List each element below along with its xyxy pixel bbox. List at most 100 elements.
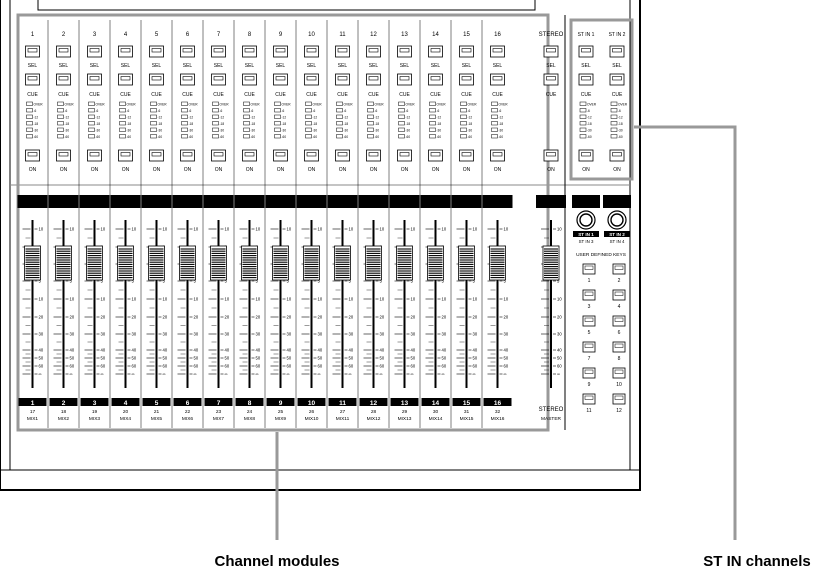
layer-number: 18 [61,409,67,415]
channel-meter-led [398,127,405,132]
sel-button-lamp [430,48,441,53]
channel-meter-label: OVER [127,102,137,106]
channel-fader-knob[interactable] [427,245,444,281]
channel-scale-label: 30 [442,332,447,337]
channel-scale-label: 50 [380,356,385,361]
channel-fader-knob[interactable] [334,245,351,281]
layer-number: 30 [433,409,439,415]
channel-fader-knob[interactable] [210,245,227,281]
channel-meter-led [181,121,188,126]
channel-meter-led [150,134,157,139]
st-in-knob-inner [610,213,624,227]
channel-scale-label: 20 [411,315,416,320]
channel-scale-label: 20 [349,315,354,320]
channel-scale-label: 30 [256,332,261,337]
channel-fader-knob[interactable] [303,245,320,281]
channel-number-tab [235,398,264,406]
channel-scale-label: 5 [256,279,259,284]
st-in-meter-label: -18 [618,122,623,126]
channel-scale-label: 20 [70,315,75,320]
channel-meter-led [367,101,374,106]
mix-label: MIX3 [89,416,101,422]
channel-meter-label: -6 [220,109,223,113]
channel-fader-knob[interactable] [148,245,165,281]
channel-scale-label: 50 [132,356,137,361]
channel-fader-knob[interactable] [86,245,103,281]
channel-number: 5 [155,32,159,38]
channel-tab-number: 6 [186,400,190,407]
st-in-label: ST IN 2 [609,32,626,38]
stereo-fader-knob[interactable] [542,245,560,281]
st-in-meter-label: -30 [618,128,623,132]
channel-fader-knob[interactable] [241,245,258,281]
sel-button-lamp [399,48,410,53]
channel-meter-label: -60 [189,135,194,139]
channel-meter-label: -30 [468,128,473,132]
channel-number: 12 [370,32,377,38]
channel-meter-label: OVER [282,102,292,106]
user-keys-title: USER DEFINED KEYS [576,252,626,258]
channel-meter-led [212,108,219,113]
mix-label: MIX1 [27,416,39,422]
channel-scale-label: 10 [70,297,75,302]
channel-scale-label: 20 [39,315,44,320]
sel-label: SEL [462,63,472,69]
channel-meter-led [119,114,126,119]
channel-meter-label: -18 [251,122,256,126]
st-in-knob-label: ST IN 1 [578,232,594,237]
channel-number: 15 [463,32,470,38]
sel-label: SEL [121,63,131,69]
st-in-meter-label: -30 [587,128,592,132]
channel-scale-label: 20 [225,315,230,320]
channel-fader-knob[interactable] [458,245,475,281]
channel-fader-knob[interactable] [272,245,289,281]
on-button-lamp [337,152,348,157]
channel-scale-label: 10 [132,227,137,232]
channel-fader-knob[interactable] [24,245,41,281]
sel-button-lamp [58,48,69,53]
on-label: ON [153,167,161,173]
channel-tab-number: 9 [279,400,283,407]
st-in-knob-label: ST IN 2 [609,232,625,237]
channel-meter-label: -30 [251,128,256,132]
channel-fader-knob[interactable] [396,245,413,281]
on-label: ON [215,167,223,173]
channel-scale-label: ∞ [442,372,445,377]
sel-button-lamp [461,48,472,53]
channel-meter-led [88,121,95,126]
channel-meter-label: -6 [34,109,37,113]
channel-scale-label: ∞ [287,372,290,377]
layer-number: 21 [154,409,160,415]
channel-fader-knob[interactable] [55,245,72,281]
st-in-cue-button-lamp [581,76,591,81]
channel-meter-led [150,108,157,113]
stereo-scale-label: 40 [557,348,562,353]
channel-meter-led [57,134,64,139]
on-button-lamp [399,152,410,157]
channel-fader-knob[interactable] [365,245,382,281]
channel-scale-label: 10 [101,227,106,232]
channel-fader-knob[interactable] [179,245,196,281]
channel-scale-label: 30 [163,332,168,337]
channel-scale-label: 30 [473,332,478,337]
on-button-lamp [430,152,441,157]
channel-meter-led [429,108,436,113]
mix-label: MIX10 [305,416,319,422]
cue-button-lamp [182,76,193,81]
cue-button-lamp [275,76,286,81]
channel-meter-label: -6 [437,109,440,113]
st-in-sel-button-lamp [612,48,622,53]
channel-fader-knob[interactable] [117,245,134,281]
channel-scale-label: 10 [132,297,137,302]
layer-number: 20 [123,409,129,415]
sel-label: SEL [338,63,348,69]
channel-meter-led [88,114,95,119]
st-in-knob-inner [579,213,593,227]
channel-scale-label: 60 [442,364,447,369]
channel-fader-knob[interactable] [489,245,506,281]
st-in-on-label: ON [582,167,590,173]
channel-scale-label: 10 [225,297,230,302]
channel-scale-label: ∞ [504,372,507,377]
channel-meter-label: -18 [96,122,101,126]
channel-meter-led [429,121,436,126]
